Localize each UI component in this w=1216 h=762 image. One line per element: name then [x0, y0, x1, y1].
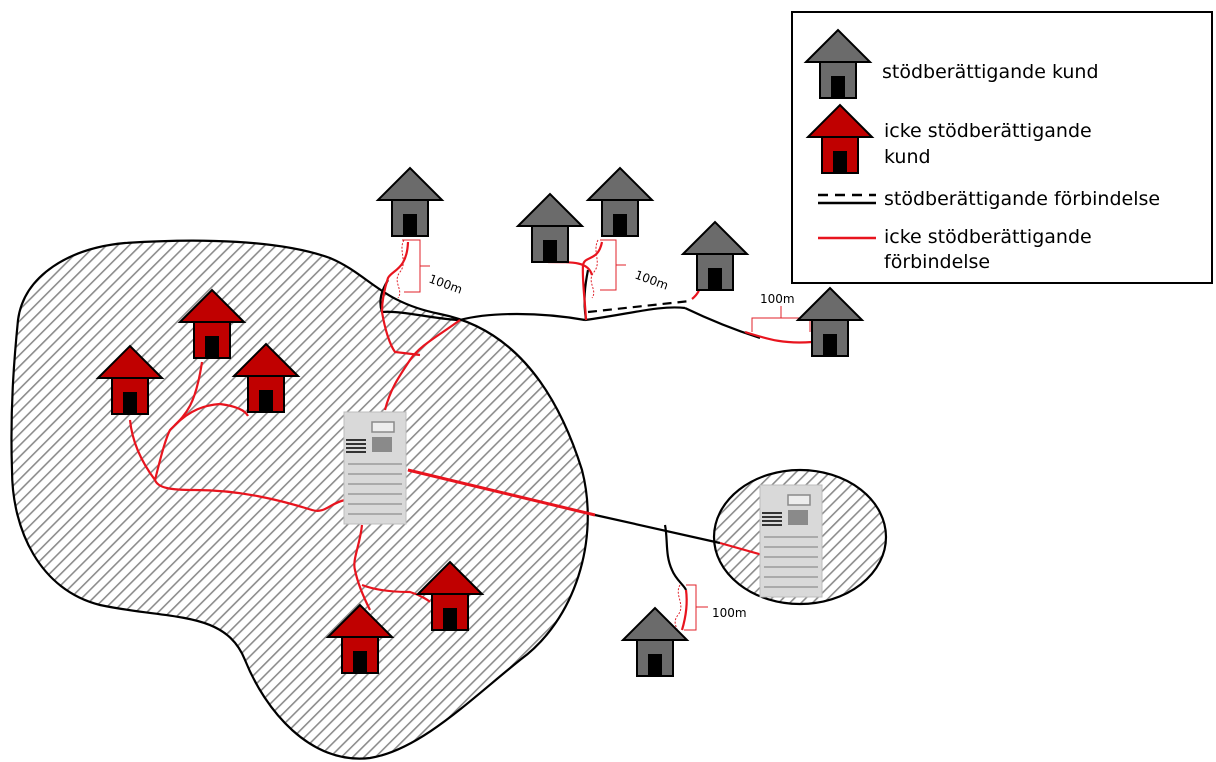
legend-ineligible-customer-line1: icke stödberättigande	[884, 120, 1092, 142]
legend: stödberättigande kund icke stödberättiga…	[791, 11, 1213, 284]
server-icon	[343, 411, 407, 525]
legend-ineligible-connection-line1: icke stödberättigande	[884, 226, 1092, 248]
distance-label-2: 100m	[633, 268, 670, 293]
legend-eligible-customer: stödberättigande kund	[882, 61, 1099, 83]
distance-label-3: 100m	[760, 292, 795, 306]
main-coverage-area	[10, 239, 589, 760]
server-icon	[759, 484, 823, 598]
eligible-house-icon	[517, 193, 583, 263]
legend-ineligible-customer-line2: kund	[884, 146, 931, 168]
eligible-house-icon	[587, 167, 653, 237]
legend-ineligible-connection-line2: förbindelse	[884, 251, 990, 273]
eligible-house-icon	[377, 167, 443, 237]
ineligible-connection-lines	[128, 241, 813, 631]
legend-eligible-connection: stödberättigande förbindelse	[884, 188, 1160, 210]
eligible-house-icon	[682, 221, 748, 291]
distance-label-1: 100m	[427, 272, 464, 297]
eligible-house-icon	[797, 287, 863, 357]
eligible-house-icon	[622, 607, 688, 677]
distance-label-4: 100m	[712, 606, 747, 620]
distance-brackets	[396, 239, 811, 639]
